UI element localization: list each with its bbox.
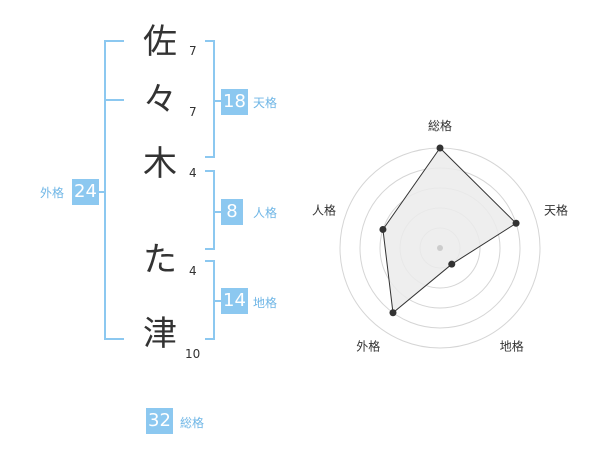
soukaku-badge: 32 [146,408,173,434]
radar-axis-label-4: 外格 [356,339,380,354]
name-char-3: 木 [143,144,177,184]
gaikaku-bracket [104,40,124,340]
gaikaku-bracket-tick [104,99,124,101]
radar-point-1 [436,144,444,152]
radar-point-2 [512,219,520,227]
radar-axis-label-3: 地格 [500,339,524,354]
name-char-5: 津 [143,314,177,354]
gaikaku-label: 外格 [40,186,65,200]
jinkaku-bracket [205,170,215,250]
tenkaku-bracket-connector [213,100,221,102]
tenkaku-badge: 18 [221,89,248,115]
radar-axis-label-5: 人格 [312,202,336,217]
tenkaku-label: 天格 [253,96,278,110]
radar-axis-label-1: 総格 [428,118,452,133]
stroke-count-4: 4 [189,264,197,278]
radar-axis-label-2: 天格 [544,202,568,217]
radar-point-3 [448,260,456,268]
jinkaku-label: 人格 [253,206,278,220]
chikaku-badge: 14 [221,288,248,314]
name-char-2: 々 [143,80,177,120]
radar-point-5 [379,225,387,233]
stroke-count-3: 4 [189,166,197,180]
jinkaku-bracket-connector [213,211,221,213]
tenkaku-bracket [205,40,215,158]
radar-center-dot [437,245,443,251]
radar-point-4 [389,309,397,317]
gaikaku-bracket-connector [98,191,106,193]
chikaku-label: 地格 [253,296,278,310]
jinkaku-badge: 8 [221,199,243,225]
stroke-count-2: 7 [189,105,197,119]
chikaku-bracket-connector [213,300,221,302]
name-char-4: た [143,240,177,280]
stroke-count-5: 10 [185,347,201,361]
stroke-count-1: 7 [189,44,197,58]
name-char-1: 佐 [143,22,177,62]
soukaku-label: 総格 [180,416,205,430]
gaikaku-badge: 24 [72,179,99,205]
radar-series-area [382,147,517,314]
